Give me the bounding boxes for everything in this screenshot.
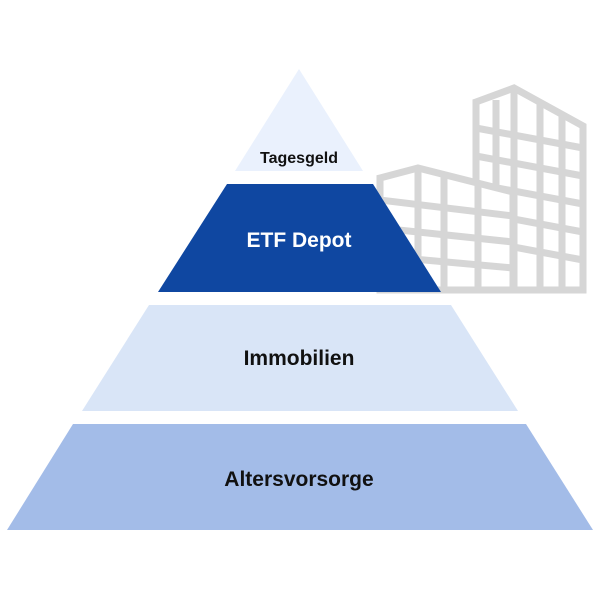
level-immobilien-shape — [82, 305, 518, 411]
level-tagesgeld-label: Tagesgeld — [260, 150, 338, 167]
pyramid: Tagesgeld ETF Depot Immobilien Altersvor… — [7, 69, 593, 530]
level-immobilien-label: Immobilien — [244, 347, 355, 370]
level-altersvorsorge-label: Altersvorsorge — [224, 468, 373, 491]
level-altersvorsorge-shape — [7, 424, 593, 530]
level-etf-depot-label: ETF Depot — [247, 229, 352, 252]
level-tagesgeld-shape — [235, 69, 363, 171]
level-etf-depot-shape — [158, 184, 441, 292]
